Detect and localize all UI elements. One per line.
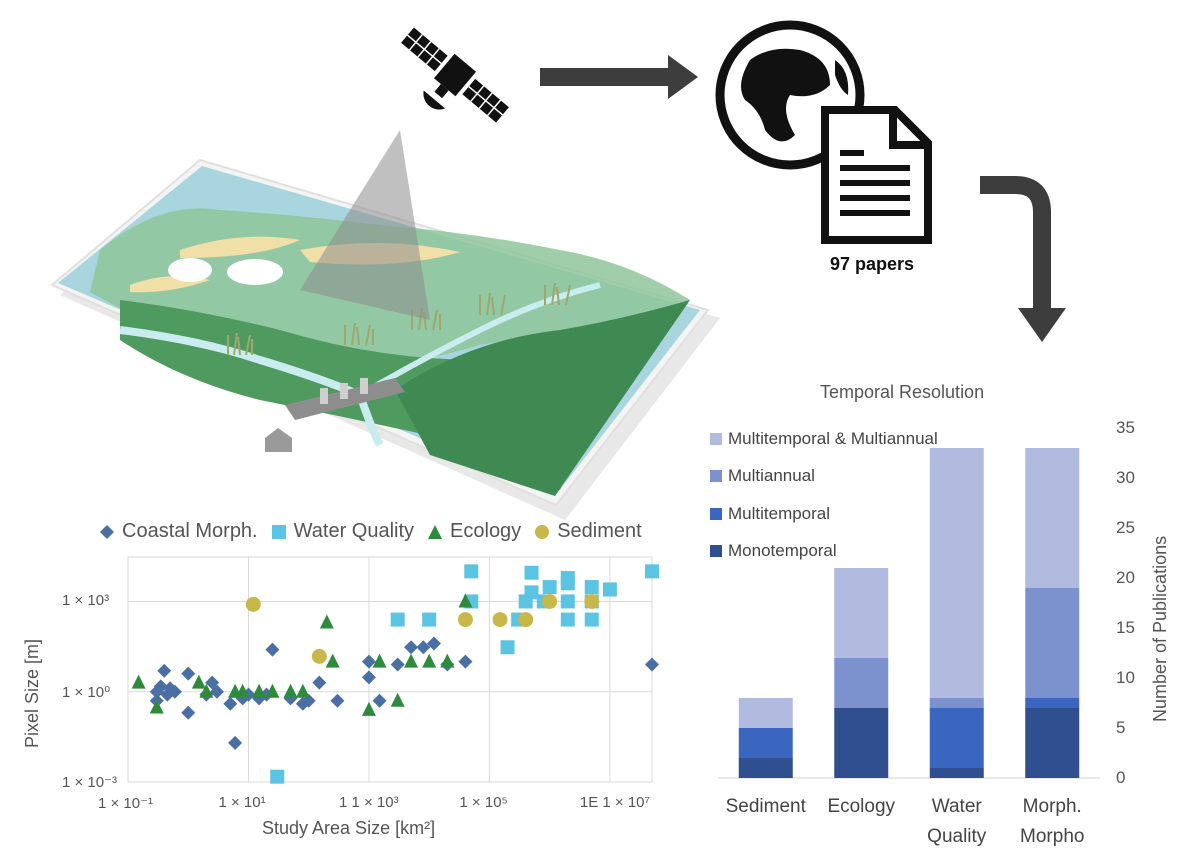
legend-label: Sediment	[557, 520, 642, 542]
bar-y-tick-label: 35	[1116, 418, 1135, 437]
legend-label: Multitemporal	[728, 503, 831, 523]
legend-item-both: Multitemporal & Multiannual	[710, 420, 938, 458]
legend-item-monotemporal: Monotemporal	[710, 533, 938, 571]
bar-category-label: Ecology	[827, 796, 896, 817]
scatter-x-tick-label: 1 1 × 10³	[338, 794, 399, 811]
scatter-x-axis-label: Study Area Size [km²]	[262, 818, 436, 838]
scatter-x-tick-label: 1 × 10¹	[218, 794, 266, 811]
bar-category-label: Morpho	[1020, 826, 1085, 847]
scatter-x-tick-label: 1 × 10⁵	[459, 794, 508, 811]
legend-marker-circle	[535, 524, 550, 539]
arrow-right-icon	[540, 55, 698, 99]
legend-swatch	[710, 432, 722, 445]
legend-label: Multiannual	[728, 466, 815, 486]
legend-item-ecology: Ecology	[428, 520, 521, 543]
legend-item-coastal: Coastal Morph.	[100, 520, 258, 543]
legend-swatch	[710, 470, 722, 483]
legend-item-water: Water Quality	[271, 520, 415, 543]
landscape-map-illustration	[50, 158, 710, 507]
legend-label: Multitemporal & Multiannual	[728, 428, 938, 448]
scatter-x-tick-label: 1E 1 × 10⁷	[579, 794, 650, 811]
scatter-x-tick-label: 1 × 10⁻¹	[98, 795, 154, 812]
legend-item-multitemporal: Multitemporal	[710, 495, 938, 533]
legend-item-sediment: Sediment	[535, 520, 642, 543]
bar-y-tick-label: 5	[1116, 718, 1126, 737]
bar-y-tick-label: 25	[1116, 518, 1135, 537]
papers-count: 97 papers	[830, 254, 915, 274]
satellite-beam	[300, 130, 430, 320]
legend-label: Coastal Morph.	[122, 520, 258, 542]
legend-marker-square	[271, 524, 286, 539]
legend-marker-triangle	[428, 524, 443, 539]
scatter-y-tick-label: 1 × 10⁰	[62, 683, 111, 701]
scatter-y-tick-label: 1 × 10³	[62, 592, 110, 610]
bar-category-label: Sediment	[725, 796, 806, 817]
scatter-y-tick-label: 1 × 10⁻³	[62, 774, 118, 791]
arrow-down-icon	[980, 176, 1066, 342]
bar-y-tick-label: 30	[1116, 468, 1135, 487]
bar-chart-title: Temporal Resolution	[820, 382, 985, 402]
bar-legend: Multitemporal & Multiannual Multiannual …	[710, 420, 938, 570]
scatter-y-axis-label: Pixel Size [m]	[22, 638, 42, 748]
bar-y-tick-label: 0	[1116, 768, 1126, 787]
bar-category-label: Quality	[927, 826, 987, 847]
legend-item-multiannual: Multiannual	[710, 458, 938, 496]
bar-category-label: Morph.	[1022, 796, 1082, 817]
bar-y-tick-label: 10	[1116, 668, 1135, 687]
legend-swatch	[710, 507, 722, 520]
bar-y-tick-label: 15	[1116, 618, 1135, 637]
satellite-icon	[401, 27, 509, 123]
legend-label: Monotemporal	[728, 541, 837, 561]
bar-y-tick-label: 20	[1116, 568, 1135, 587]
legend-marker-diamond	[100, 524, 114, 539]
document-icon	[821, 106, 932, 244]
legend-label: Ecology	[450, 520, 522, 542]
bar-category-label: Water	[931, 796, 982, 817]
scatter-legend: Coastal Morph. Water Quality Ecology Sed…	[100, 520, 642, 543]
bar-y-axis-label: Number of Publications	[1150, 535, 1170, 722]
legend-swatch	[710, 545, 722, 558]
legend-label: Water Quality	[293, 520, 415, 542]
